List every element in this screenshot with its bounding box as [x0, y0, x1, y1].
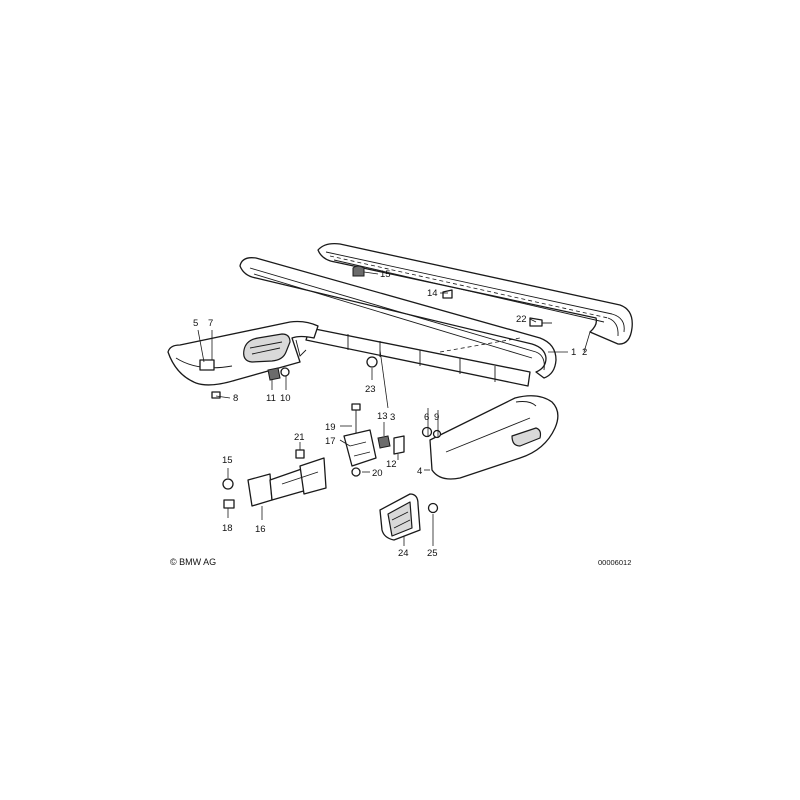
callout-25: 25 — [427, 548, 438, 559]
callout-5: 5 — [193, 318, 198, 329]
hardware-parts — [211, 265, 552, 514]
callout-1: 1 — [571, 347, 576, 358]
bumper-bar-part — [239, 257, 557, 379]
callout-14: 14 — [427, 288, 438, 299]
callout-18: 18 — [222, 523, 233, 534]
callout-labels: 1 2 3 4 5 6 7 8 9 10 11 12 13 14 15 15 1… — [193, 269, 587, 559]
right-end-cap-part — [429, 395, 559, 480]
callout-9: 9 — [434, 412, 439, 423]
callout-8: 8 — [233, 393, 238, 404]
copyright-notice: © BMW AG — [170, 557, 216, 567]
callout-15-lower: 15 — [222, 455, 233, 466]
leader-lines — [197, 271, 591, 546]
callout-2: 2 — [582, 347, 587, 358]
carrier-rail-part — [305, 327, 531, 387]
drawing-number: 00006012 — [598, 558, 631, 567]
callout-17: 17 — [325, 436, 336, 447]
impact-absorber-part — [247, 457, 327, 507]
callout-13: 13 — [377, 411, 388, 422]
callout-20: 20 — [372, 468, 383, 479]
callout-22: 22 — [516, 314, 527, 325]
callout-3: 3 — [390, 412, 395, 423]
callout-11: 11 — [266, 393, 276, 404]
guard-plate-part — [379, 493, 421, 541]
mounting-bracket-part — [343, 403, 377, 467]
callout-4: 4 — [417, 466, 422, 477]
callout-10: 10 — [280, 393, 291, 404]
callout-24: 24 — [398, 548, 409, 559]
left-end-cap-part — [167, 320, 319, 386]
callout-16: 16 — [255, 524, 266, 535]
bumper-strip-part — [317, 242, 633, 345]
callout-7: 7 — [208, 318, 213, 329]
callout-19: 19 — [325, 422, 336, 433]
callout-6: 6 — [424, 412, 429, 423]
callout-12: 12 — [386, 459, 397, 470]
callout-15-upper: 15 — [380, 269, 391, 280]
callout-21: 21 — [294, 432, 305, 443]
callout-23: 23 — [365, 384, 376, 395]
